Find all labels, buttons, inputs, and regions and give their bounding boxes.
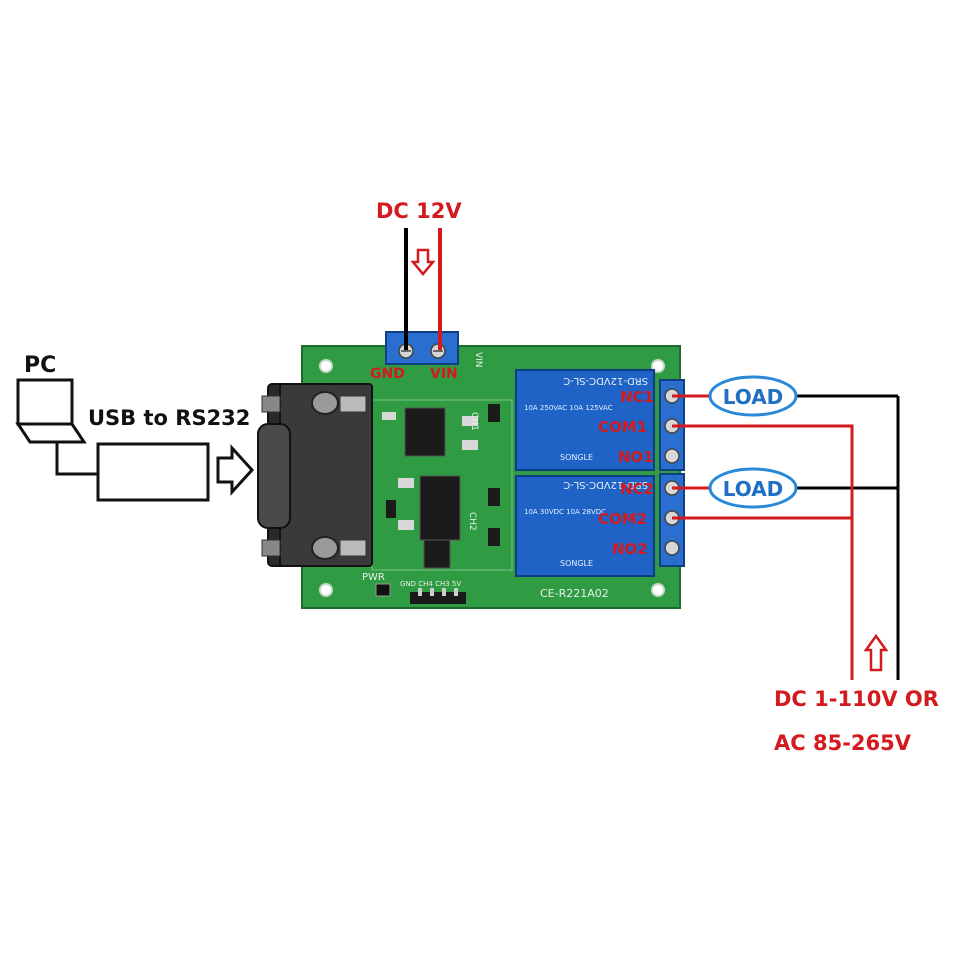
relay-1-model: SRD-12VDC-SL-C — [563, 375, 648, 386]
relay-2-model: SRD-12VDC-SL-C — [563, 479, 648, 490]
no1-label: NO1 — [618, 448, 654, 466]
supply-line-2: AC 85-265V — [774, 731, 912, 755]
dc12v-label: DC 12V — [376, 199, 462, 223]
up-arrow-icon — [863, 633, 889, 672]
com1-label: COM1 — [598, 418, 647, 436]
relay-1-brand: SONGLE — [560, 453, 593, 462]
header-silk: GND CH4 CH3 5V — [400, 580, 461, 588]
usb-rs232-adapter — [96, 442, 210, 502]
board-model: CE-R221A02 — [540, 587, 609, 600]
relay-1 — [515, 369, 655, 471]
pin-header — [410, 588, 466, 604]
nc1-label: NC1 — [620, 388, 654, 406]
right-arrow-icon — [216, 444, 255, 496]
down-arrow-icon — [410, 248, 436, 276]
load-2-label: LOAD — [723, 477, 784, 501]
pc-laptop-icon — [15, 378, 87, 444]
load-1-label: LOAD — [723, 385, 784, 409]
ch1-silk: CH1 — [469, 412, 479, 431]
gnd-label: GND — [370, 366, 405, 382]
db9-connector — [257, 383, 373, 567]
relay-2-brand: SONGLE — [560, 559, 593, 568]
com2-label: COM2 — [598, 510, 647, 528]
nc2-label: NC2 — [620, 480, 654, 498]
pc-label: PC — [24, 353, 56, 378]
load-1 — [708, 375, 798, 417]
ic-chips — [375, 404, 500, 597]
ch2-silk: CH2 — [467, 512, 477, 531]
pwr-silk: PWR — [362, 572, 385, 583]
vin-silk: VIN — [473, 352, 483, 368]
no2-label: NO2 — [612, 540, 648, 558]
com1-wire — [672, 424, 854, 680]
power-terminal-block — [385, 331, 459, 365]
usb-rs232-label: USB to RS232 — [88, 406, 250, 430]
relay-2 — [515, 475, 655, 577]
usb-cable — [55, 442, 98, 476]
relay-2-rating: 10A 30VDC 10A 28VDC — [524, 508, 606, 516]
supply-line-1: DC 1-110V OR — [774, 687, 939, 711]
vin-label: VIN — [430, 366, 458, 382]
load-2 — [708, 467, 798, 509]
relay-1-rating: 10A 250VAC 10A 125VAC — [524, 404, 613, 412]
